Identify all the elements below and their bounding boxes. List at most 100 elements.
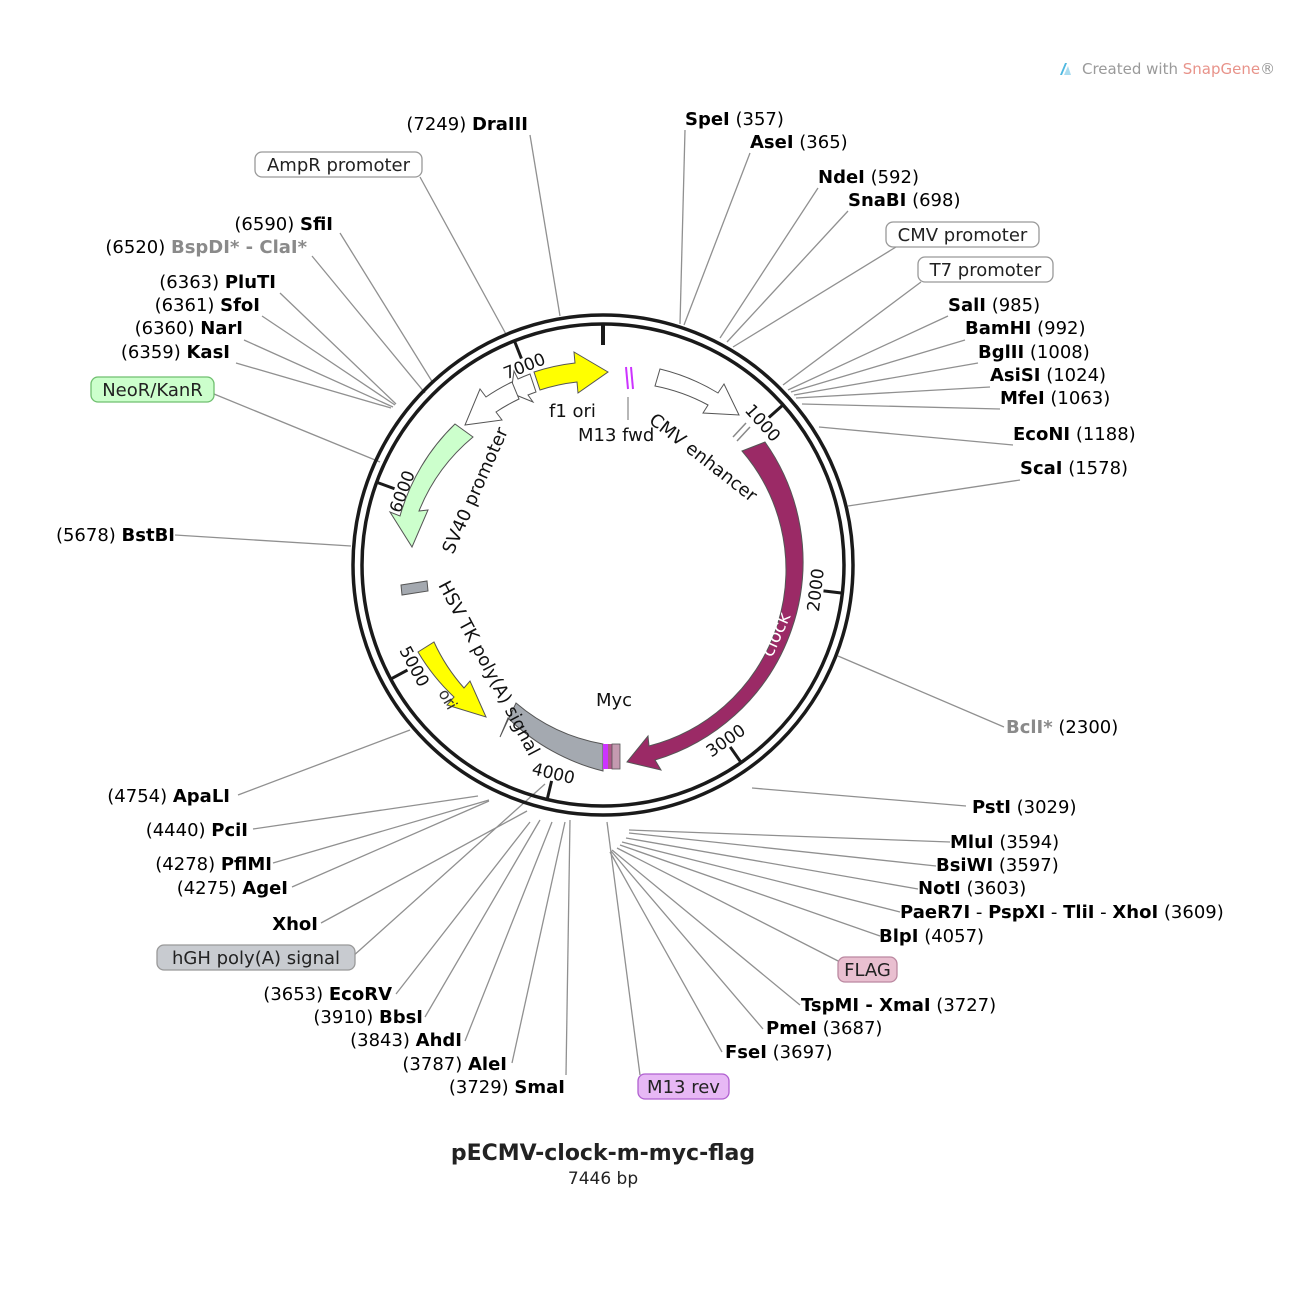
site-label-ndei: NdeI (592) <box>818 167 919 188</box>
tick-mark-5000 <box>390 668 409 681</box>
boxed-label-bg-2 <box>917 256 1054 283</box>
site-name: MluI <box>950 832 994 853</box>
tick-label-2000: 2000 <box>804 567 829 612</box>
site-position: (6359) <box>121 342 187 363</box>
site-label-pspxi: PaeR7I - PspXI - TliI - XhoI (3609) <box>900 902 1224 923</box>
site-name: SnaBI <box>848 190 906 211</box>
sv40-promoter-arrow <box>388 423 474 549</box>
hsv-tk-small-block <box>400 580 429 596</box>
site-label-bglii: BglII (1008) <box>978 342 1090 363</box>
site-position: (592) <box>865 167 919 188</box>
cmv-t7-mark-2 <box>736 426 751 442</box>
tick-mark-2000 <box>823 589 843 595</box>
snapgene-logo-icon <box>1060 63 1071 75</box>
site-label-pcii: (4440) PciI <box>146 820 248 841</box>
site-name: PaeR7I <box>900 902 970 923</box>
backbone-outer-circle <box>351 313 855 817</box>
site-name: BglII <box>978 342 1024 363</box>
site-name: AleI <box>468 1054 507 1075</box>
site-name: DraIII <box>472 114 528 135</box>
site-label-spei: SpeI (357) <box>685 109 784 130</box>
boxed-label-neor-kanr: NeoR/KanR <box>102 380 203 401</box>
site-position: (1578) <box>1062 458 1128 479</box>
site-name: EcoRV <box>329 984 392 1005</box>
site-name: BclI* <box>1006 717 1053 738</box>
site-name: BspDI* - ClaI* <box>171 237 308 258</box>
site-name: XhoI <box>272 914 318 935</box>
site-name: AgeI <box>242 878 288 899</box>
site-position: (3609) <box>1158 902 1224 923</box>
site-position: (3594) <box>994 832 1060 853</box>
site-name: TliI <box>1063 902 1094 923</box>
site-name: BstBI <box>122 525 175 546</box>
site-position: (3787) <box>402 1054 468 1075</box>
site-position: (3597) <box>993 855 1059 876</box>
clock-feature-arrow <box>626 441 804 771</box>
site-name: BsiWI <box>936 855 993 876</box>
created-with-text: Created with <box>1082 60 1178 78</box>
cmv-enhancer-arrow <box>654 368 740 416</box>
boxed-label-bg-1 <box>885 221 1040 248</box>
site-position: (6361) <box>155 295 221 316</box>
site-label-smai: (3729) SmaI <box>449 1077 565 1098</box>
m13-fwd-mark-2 <box>630 366 634 390</box>
site-label-bstbi: (5678) BstBI <box>56 525 175 546</box>
site-position: (3910) <box>313 1007 379 1028</box>
site-position: (3727) <box>931 995 997 1016</box>
m13-fwd-mark <box>625 366 629 390</box>
myc-tag-block-2 <box>611 743 621 770</box>
boxed-label-bg-0 <box>254 151 423 178</box>
myc-tag-block <box>603 744 608 769</box>
neo-promoter-arrow <box>464 381 520 426</box>
site-name: MfeI <box>1000 388 1045 409</box>
site-name: BlpI <box>879 926 918 947</box>
tick-mark-6000 <box>376 480 396 491</box>
site-name: PstI <box>972 797 1011 818</box>
site-position: (992) <box>1031 318 1085 339</box>
site-position: (6360) <box>135 318 201 339</box>
snapgene-watermark: Created with SnapGene® <box>1058 60 1275 78</box>
site-name: AhdI <box>416 1030 462 1051</box>
site-position: (3029) <box>1011 797 1077 818</box>
site-name: PflMI <box>221 854 272 875</box>
site-label-ahdi: (3843) AhdI <box>350 1030 462 1051</box>
boxed-label-t7-promoter: T7 promoter <box>929 260 1042 281</box>
site-position: (1188) <box>1070 424 1136 445</box>
snapgene-brand: SnapGene <box>1182 60 1261 78</box>
site-position: (3687) <box>817 1018 883 1039</box>
site-label-snabi: SnaBI (698) <box>848 190 960 211</box>
site-position: (365) <box>794 132 848 153</box>
site-label-bamhi: BamHI (992) <box>965 318 1086 339</box>
site-name: FseI <box>725 1042 767 1063</box>
boxed-label-flag: FLAG <box>844 960 891 981</box>
site-label-asei: AseI (365) <box>750 132 848 153</box>
site-separator: - <box>1045 902 1063 923</box>
site-position: (3843) <box>350 1030 416 1051</box>
boxed-label-bg-5 <box>837 956 898 983</box>
site-label-psti: PstI (3029) <box>972 797 1076 818</box>
site-position: (4057) <box>918 926 984 947</box>
site-position: (7249) <box>406 114 472 135</box>
site-position: (698) <box>906 190 960 211</box>
site-position: (1008) <box>1024 342 1090 363</box>
site-position: (1063) <box>1045 388 1111 409</box>
site-label-tspmi-xmai: TspMI - XmaI (3727) <box>801 995 996 1016</box>
site-name: PmeI <box>766 1018 817 1039</box>
tick-label-4000: 4000 <box>530 759 577 788</box>
boxed-label-m13-rev: M13 rev <box>647 1077 720 1098</box>
boxed-label-bg-3 <box>90 376 215 403</box>
site-name: SpeI <box>685 109 730 130</box>
site-label-bbsi: (3910) BbsI <box>313 1007 423 1028</box>
site-position: (3729) <box>449 1077 515 1098</box>
boxed-label-cmv-promoter: CMV promoter <box>898 225 1028 246</box>
site-separator: - <box>970 902 988 923</box>
feature-arcs <box>388 351 804 772</box>
site-position: (6590) <box>234 214 300 235</box>
site-label-nari: (6360) NarI <box>135 318 243 339</box>
site-name: ScaI <box>1020 458 1062 479</box>
site-label-asisi: AsiSI (1024) <box>990 365 1106 386</box>
site-name: SfiI <box>300 214 333 235</box>
site-label-pluti: (6363) PluTI <box>159 272 276 293</box>
site-name: ApaLI <box>173 786 230 807</box>
